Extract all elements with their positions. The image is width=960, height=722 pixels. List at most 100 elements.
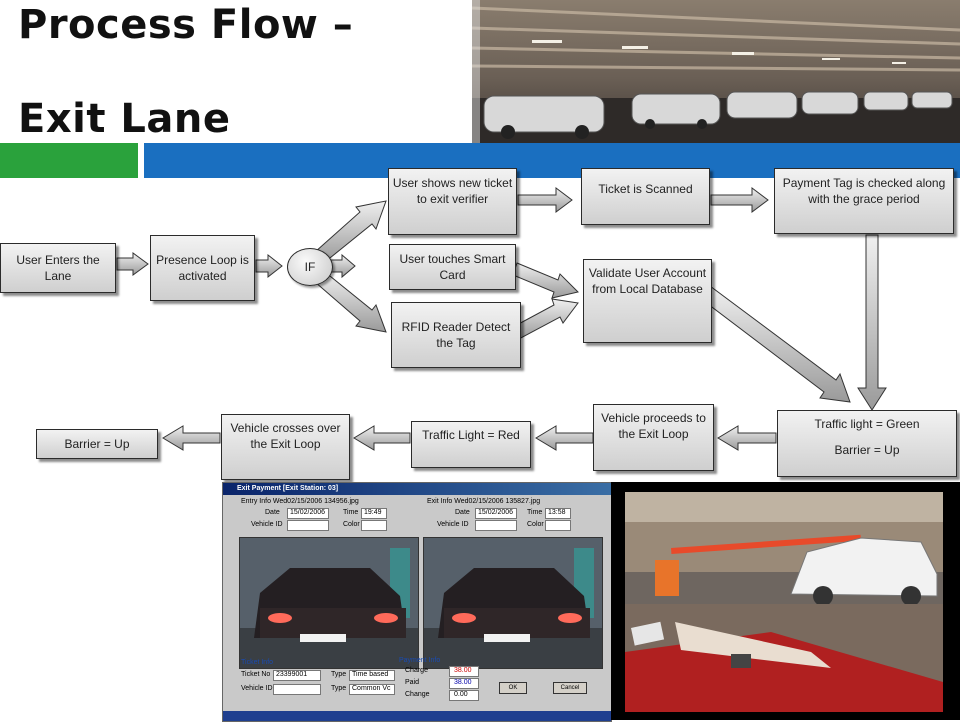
step-user-enters-lane: User Enters the Lane	[0, 243, 116, 293]
exit-date-field: 15/02/2006	[475, 508, 517, 519]
exit-time-field: 13:58	[545, 508, 571, 519]
entry-camera-image	[239, 537, 419, 669]
step-ticket-scanned: Ticket is Scanned	[581, 168, 710, 225]
step-label: User shows new ticket to exit verifier	[392, 176, 513, 206]
charge-field: 38.00	[449, 666, 479, 677]
entry-date-field: 15/02/2006	[287, 508, 329, 519]
arrow-proceeds-to-red	[535, 425, 594, 451]
paid-field: 38.00	[449, 678, 479, 689]
arrow-red-to-crosses	[353, 425, 411, 451]
arrow-ticket-to-scan	[517, 187, 573, 213]
exit-info-label: Exit Info Wed02/15/2006 135827.jpg	[427, 498, 541, 505]
entry-time-field: 19:49	[361, 508, 387, 519]
entry-time-label: Time	[343, 509, 359, 516]
change-value: 0.00	[454, 691, 468, 698]
ok-button[interactable]: OK	[499, 682, 527, 694]
entry-vehicle-id-label: Vehicle ID	[251, 521, 283, 528]
decision-if-node: IF	[287, 248, 333, 286]
change-label: Change	[405, 691, 430, 698]
slide-title-line-2: Exit Lane	[18, 96, 231, 142]
arrow-validate-to-green	[699, 285, 851, 403]
slide-title-line-1: Process Flow –	[18, 2, 354, 48]
step-presence-loop: Presence Loop is activated	[150, 235, 255, 301]
entry-date-value: 15/02/2006	[290, 509, 326, 516]
vehicle-id-label-ticket: Vehicle ID	[241, 685, 273, 692]
type-value-2: Common Vc	[352, 685, 391, 692]
charge-value: 38.00	[454, 667, 472, 674]
arrow-rfid-to-validate	[512, 298, 579, 340]
arrow-crosses-to-barrier	[162, 425, 221, 451]
exit-time-value: 13:58	[548, 509, 566, 516]
exit-date-value: 15/02/2006	[478, 509, 514, 516]
payment-info-label: Payment Info	[399, 657, 441, 664]
arrow-scan-to-payment	[710, 187, 769, 213]
step-label: User Enters the Lane	[16, 253, 100, 283]
ticket-no-field: 23399001	[273, 670, 321, 681]
exit-color-label: Color	[527, 521, 544, 528]
arrow-if-to-rfid	[314, 271, 387, 333]
exit-time-label: Time	[527, 509, 543, 516]
type-value-1: Time based	[352, 671, 389, 678]
arrow-payment-to-green	[857, 234, 887, 411]
vehicle-id-field-ticket	[273, 684, 321, 695]
charge-label: Charge	[405, 667, 428, 674]
ticket-no-label: Ticket No	[241, 671, 271, 678]
step-label: Traffic Light = Red	[422, 428, 520, 442]
step-barrier-up: Barrier = Up	[36, 429, 158, 459]
step-label: Presence Loop is activated	[156, 253, 249, 283]
step-traffic-light-red: Traffic Light = Red	[411, 421, 531, 468]
exit-camera-image	[423, 537, 603, 669]
arrow-if-to-card	[330, 253, 356, 279]
step-label-line-2: Barrier = Up	[834, 443, 900, 457]
step-label: Vehicle crosses over the Exit Loop	[230, 421, 341, 451]
step-validate-account: Validate User Account from Local Databas…	[583, 259, 712, 343]
decision-label: IF	[304, 260, 316, 274]
type-field-1: Time based	[349, 670, 395, 681]
accent-bar-green	[0, 143, 138, 178]
barrier-smartcard-photo	[611, 482, 960, 720]
ticket-info-label: Ticket Info	[241, 659, 274, 666]
exit-vehicle-id-label: Vehicle ID	[437, 521, 469, 528]
step-label: RFID Reader Detect the Tag	[401, 320, 511, 350]
step-label: Vehicle proceeds to the Exit Loop	[601, 411, 706, 441]
type-label-2: Type	[331, 685, 347, 692]
arrow-card-to-validate	[512, 262, 579, 299]
entry-color-label: Color	[343, 521, 360, 528]
exit-payment-screenshot: Exit Payment [Exit Station: 03] Entry In…	[222, 482, 612, 722]
ticket-no-value: 23399001	[276, 671, 308, 678]
entry-date-label: Date	[265, 509, 280, 516]
step-label-line-1: Traffic light = Green	[814, 417, 920, 431]
step-label: Payment Tag is checked along with the gr…	[782, 176, 946, 206]
step-payment-tag: Payment Tag is checked along with the gr…	[774, 168, 954, 234]
parking-garage-photo	[472, 0, 960, 143]
step-vehicle-proceeds: Vehicle proceeds to the Exit Loop	[593, 404, 714, 471]
exit-vehicle-id-field	[475, 520, 517, 531]
step-vehicle-crosses: Vehicle crosses over the Exit Loop	[221, 414, 350, 480]
paid-label: Paid	[405, 679, 420, 686]
step-rfid-reader: RFID Reader Detect the Tag	[391, 302, 521, 368]
exit-date-label: Date	[455, 509, 470, 516]
arrow-if-to-ticket	[314, 200, 387, 263]
entry-info-label: Entry Info Wed02/15/2006 134956.jpg	[241, 498, 359, 505]
arrow-loop-to-if	[255, 253, 283, 279]
step-smart-card: User touches Smart Card	[389, 244, 516, 290]
paid-value: 38.00	[454, 679, 472, 686]
step-label: Validate User Account from Local Databas…	[588, 266, 707, 296]
exit-color-field	[545, 520, 571, 531]
step-traffic-light-green: Traffic light = Green Barrier = Up	[777, 410, 957, 477]
entry-vehicle-id-field	[287, 520, 329, 531]
arrow-green-to-proceeds	[717, 425, 777, 451]
step-new-ticket: User shows new ticket to exit verifier	[388, 168, 517, 235]
entry-color-field	[361, 520, 387, 531]
arrow-enter-to-loop	[116, 252, 149, 276]
change-field: 0.00	[449, 690, 479, 701]
step-label: User touches Smart Card	[399, 252, 506, 282]
entry-time-value: 19:49	[364, 509, 382, 516]
taskbar	[223, 711, 611, 721]
window-title-bar: Exit Payment [Exit Station: 03]	[223, 483, 611, 495]
step-label: Barrier = Up	[64, 437, 130, 451]
cancel-button[interactable]: Cancel	[553, 682, 587, 694]
type-field-2: Common Vc	[349, 684, 395, 695]
step-label: Ticket is Scanned	[598, 182, 693, 196]
